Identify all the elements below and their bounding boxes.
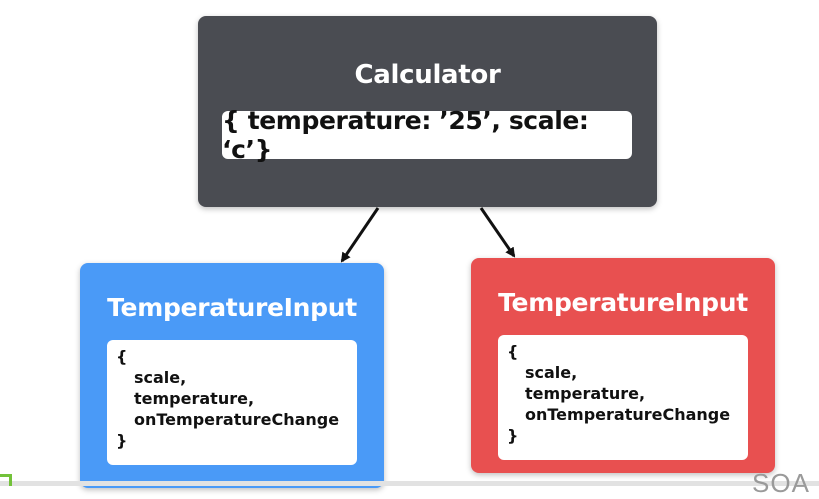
- calculator-state-text: { temperature: ’25’, scale: ‘c’}: [222, 106, 589, 164]
- temperature-input-node-left: TemperatureInput { scale, temperature, o…: [80, 263, 384, 488]
- props-card: { scale, temperature, onTemperatureChang…: [107, 340, 357, 465]
- calculator-title: Calculator: [354, 60, 501, 90]
- props-card: { scale, temperature, onTemperatureChang…: [498, 335, 748, 460]
- calculator-node: Calculator { temperature: ’25’, scale: ‘…: [198, 16, 657, 207]
- bottom-bar: [0, 481, 819, 486]
- prop-scale: scale,: [134, 368, 187, 387]
- edge-calculator-to-right-input: [479, 207, 516, 258]
- prop-temperature: temperature,: [525, 384, 646, 403]
- corner-logo-mark: [0, 474, 12, 486]
- prop-on-temperature-change: onTemperatureChange: [134, 410, 340, 429]
- temperature-input-title: TemperatureInput: [498, 288, 748, 317]
- watermark-text: SOA: [752, 468, 810, 498]
- props-close-brace: }: [507, 426, 519, 445]
- prop-on-temperature-change: onTemperatureChange: [525, 405, 731, 424]
- props-close-brace: }: [116, 431, 128, 450]
- prop-temperature: temperature,: [134, 389, 255, 408]
- temperature-input-title: TemperatureInput: [107, 293, 357, 322]
- edge-calculator-to-left-input: [340, 207, 380, 263]
- props-open-brace: {: [507, 342, 519, 361]
- calculator-state-card: { temperature: ’25’, scale: ‘c’}: [222, 106, 632, 164]
- props-open-brace: {: [116, 347, 128, 366]
- prop-scale: scale,: [525, 363, 578, 382]
- temperature-input-node-right: TemperatureInput { scale, temperature, o…: [471, 258, 775, 473]
